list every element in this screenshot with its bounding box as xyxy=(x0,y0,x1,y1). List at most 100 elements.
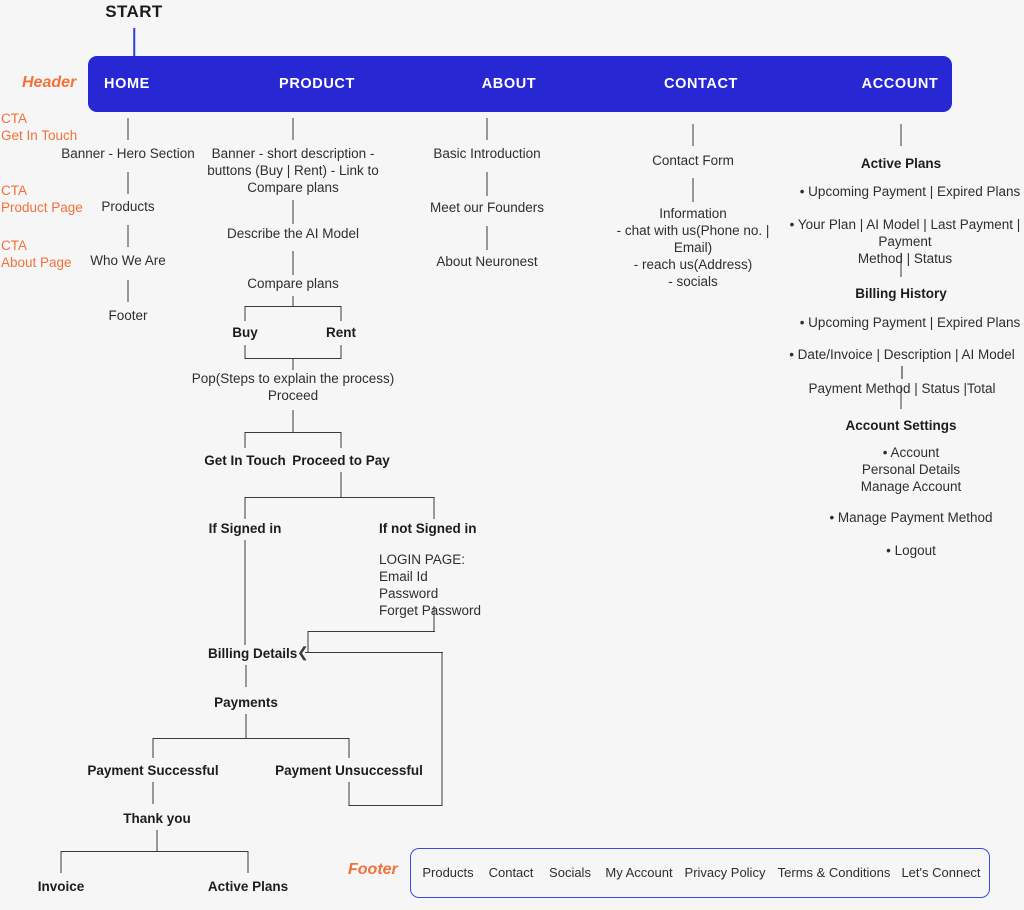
if-not-signed-in-branch-line xyxy=(433,497,435,519)
cta-label-get-in-touch: CTA Get In Touch xyxy=(1,110,77,144)
nav-item-contact[interactable]: CONTACT xyxy=(663,76,739,92)
product-connector-3 xyxy=(292,251,294,275)
product-node-compare-plans: Compare plans xyxy=(247,276,339,291)
buy-branch-line xyxy=(244,306,246,321)
payment-unsuccessful-branch-line xyxy=(348,738,350,758)
cta-label-product-page: CTA Product Page xyxy=(1,182,83,216)
start-connector-line xyxy=(133,28,135,57)
account-settings-bullet-3: • Logout xyxy=(886,543,936,558)
payments-stem xyxy=(245,714,247,738)
product-node-describe-ai-model: Describe the AI Model xyxy=(226,226,360,241)
footer-item-privacy-policy[interactable]: Privacy Policy xyxy=(684,865,766,880)
account-heading-billing-history: Billing History xyxy=(855,286,947,301)
product-node-invoice: Invoice xyxy=(37,879,85,894)
about-node-about-neuronest: About Neuronest xyxy=(436,254,538,269)
about-connector-3 xyxy=(486,226,488,250)
login-to-billing-bar xyxy=(308,631,435,632)
account-connector-1 xyxy=(900,124,902,146)
signin-split-bar xyxy=(245,497,434,498)
home-node-who-we-are: Who We Are xyxy=(90,253,166,268)
retry-bottom-bar xyxy=(349,805,442,806)
merge-to-pop-line xyxy=(292,358,294,370)
login-merge-down-line xyxy=(307,631,309,653)
product-connector-2 xyxy=(292,200,294,224)
login-down-line xyxy=(433,606,435,631)
pop-stem-line xyxy=(292,410,294,432)
payment-successful-branch-line xyxy=(152,738,154,758)
nav-item-about[interactable]: ABOUT xyxy=(481,76,537,92)
footer-item-terms-conditions[interactable]: Terms & Conditions xyxy=(777,865,891,880)
signed-in-down-line xyxy=(244,540,246,645)
nav-item-product[interactable]: PRODUCT xyxy=(279,76,355,92)
product-node-banner: Banner - short description - buttons (Bu… xyxy=(207,146,379,195)
account-connector-3 xyxy=(900,385,902,409)
nav-item-account[interactable]: ACCOUNT xyxy=(861,76,939,92)
nav-item-home[interactable]: HOME xyxy=(104,76,150,92)
proceed-to-pay-stem xyxy=(340,472,342,498)
product-node-if-signed-in: If Signed in xyxy=(208,521,282,536)
thankyou-stem xyxy=(156,830,158,852)
if-signed-in-branch-line xyxy=(244,497,246,519)
home-connector-2 xyxy=(127,172,129,194)
cta-1-line2: Product Page xyxy=(1,200,83,215)
account-billing-history-bullet-1: • Upcoming Payment | Expired Plans xyxy=(799,315,1021,330)
get-in-touch-branch-line xyxy=(244,432,246,448)
about-connector-1 xyxy=(486,118,488,140)
contact-connector-2 xyxy=(692,178,694,202)
account-heading-account-settings: Account Settings xyxy=(845,418,957,433)
cta-0-line1: CTA xyxy=(1,111,27,126)
product-connector-1 xyxy=(292,118,294,140)
product-node-billing-details: Billing Details xyxy=(208,646,298,661)
product-node-rent: Rent xyxy=(326,325,356,340)
cta-2-line2: About Page xyxy=(1,255,72,270)
product-node-pop-steps: Pop(Steps to explain the process) Procee… xyxy=(191,371,395,403)
home-node-products: Products xyxy=(101,199,155,214)
account-active-plans-bullet-1: • Upcoming Payment | Expired Plans xyxy=(799,184,1021,199)
contact-connector-1 xyxy=(692,124,694,146)
footer-item-my-account[interactable]: My Account xyxy=(605,865,673,880)
buy-rent-split-bar xyxy=(245,306,341,307)
cta-label-about-page: CTA About Page xyxy=(1,237,72,271)
cta-2-line1: CTA xyxy=(1,238,27,253)
thankyou-split-bar xyxy=(61,851,248,852)
footer-item-lets-connect[interactable]: Let's Connect xyxy=(901,865,981,880)
product-node-get-in-touch: Get In Touch xyxy=(204,453,286,468)
rent-branch-line xyxy=(340,306,342,321)
retry-right-line xyxy=(441,652,443,806)
home-node-banner: Banner - Hero Section xyxy=(61,146,195,161)
active-plans-branch-line xyxy=(247,851,249,873)
product-node-payment-unsuccessful: Payment Unsuccessful xyxy=(275,763,423,778)
retry-to-billing-bar xyxy=(305,652,443,653)
home-connector-1 xyxy=(127,118,129,140)
proceed-to-pay-branch-line xyxy=(340,432,342,448)
footer-item-contact[interactable]: Contact xyxy=(488,865,534,880)
successful-to-thankyou-line xyxy=(152,782,154,804)
home-connector-3 xyxy=(127,225,129,247)
product-node-login-page: LOGIN PAGE: Email Id Password Forget Pas… xyxy=(379,552,482,618)
cta-1-line1: CTA xyxy=(1,183,27,198)
billing-details-arrow-icon: ❮ xyxy=(297,644,309,660)
product-node-payment-successful: Payment Successful xyxy=(87,763,219,778)
buy-merge-line xyxy=(244,345,246,359)
footer-item-socials[interactable]: Socials xyxy=(549,865,591,880)
contact-node-information: Information - chat with us(Phone no. | E… xyxy=(616,206,770,289)
product-node-if-not-signed-in: If not Signed in xyxy=(379,521,477,536)
footer-side-label: Footer xyxy=(348,861,398,878)
account-billing-history-bullet-2: • Date/Invoice | Description | AI Model … xyxy=(789,347,1015,396)
cta-0-line2: Get In Touch xyxy=(1,128,78,143)
header-nav-bar: HOME PRODUCT ABOUT CONTACT ACCOUNT xyxy=(88,56,952,112)
product-node-buy: Buy xyxy=(232,325,258,340)
home-connector-4 xyxy=(127,280,129,302)
payment-split-bar xyxy=(153,738,349,739)
product-node-thank-you: Thank you xyxy=(123,811,191,826)
footer-item-products[interactable]: Products xyxy=(422,865,474,880)
compare-plans-stem xyxy=(292,296,294,306)
account-heading-active-plans: Active Plans xyxy=(860,156,942,171)
about-node-meet-our-founders: Meet our Founders xyxy=(429,200,545,215)
billing-to-payments-line xyxy=(245,665,247,687)
account-active-plans-bullet-2: • Your Plan | AI Model | Last Payment | … xyxy=(789,217,1021,266)
retry-down-line xyxy=(348,782,350,806)
footer-nav-bar: Products Contact Socials My Account Priv… xyxy=(410,848,990,898)
start-label: START xyxy=(105,2,163,21)
